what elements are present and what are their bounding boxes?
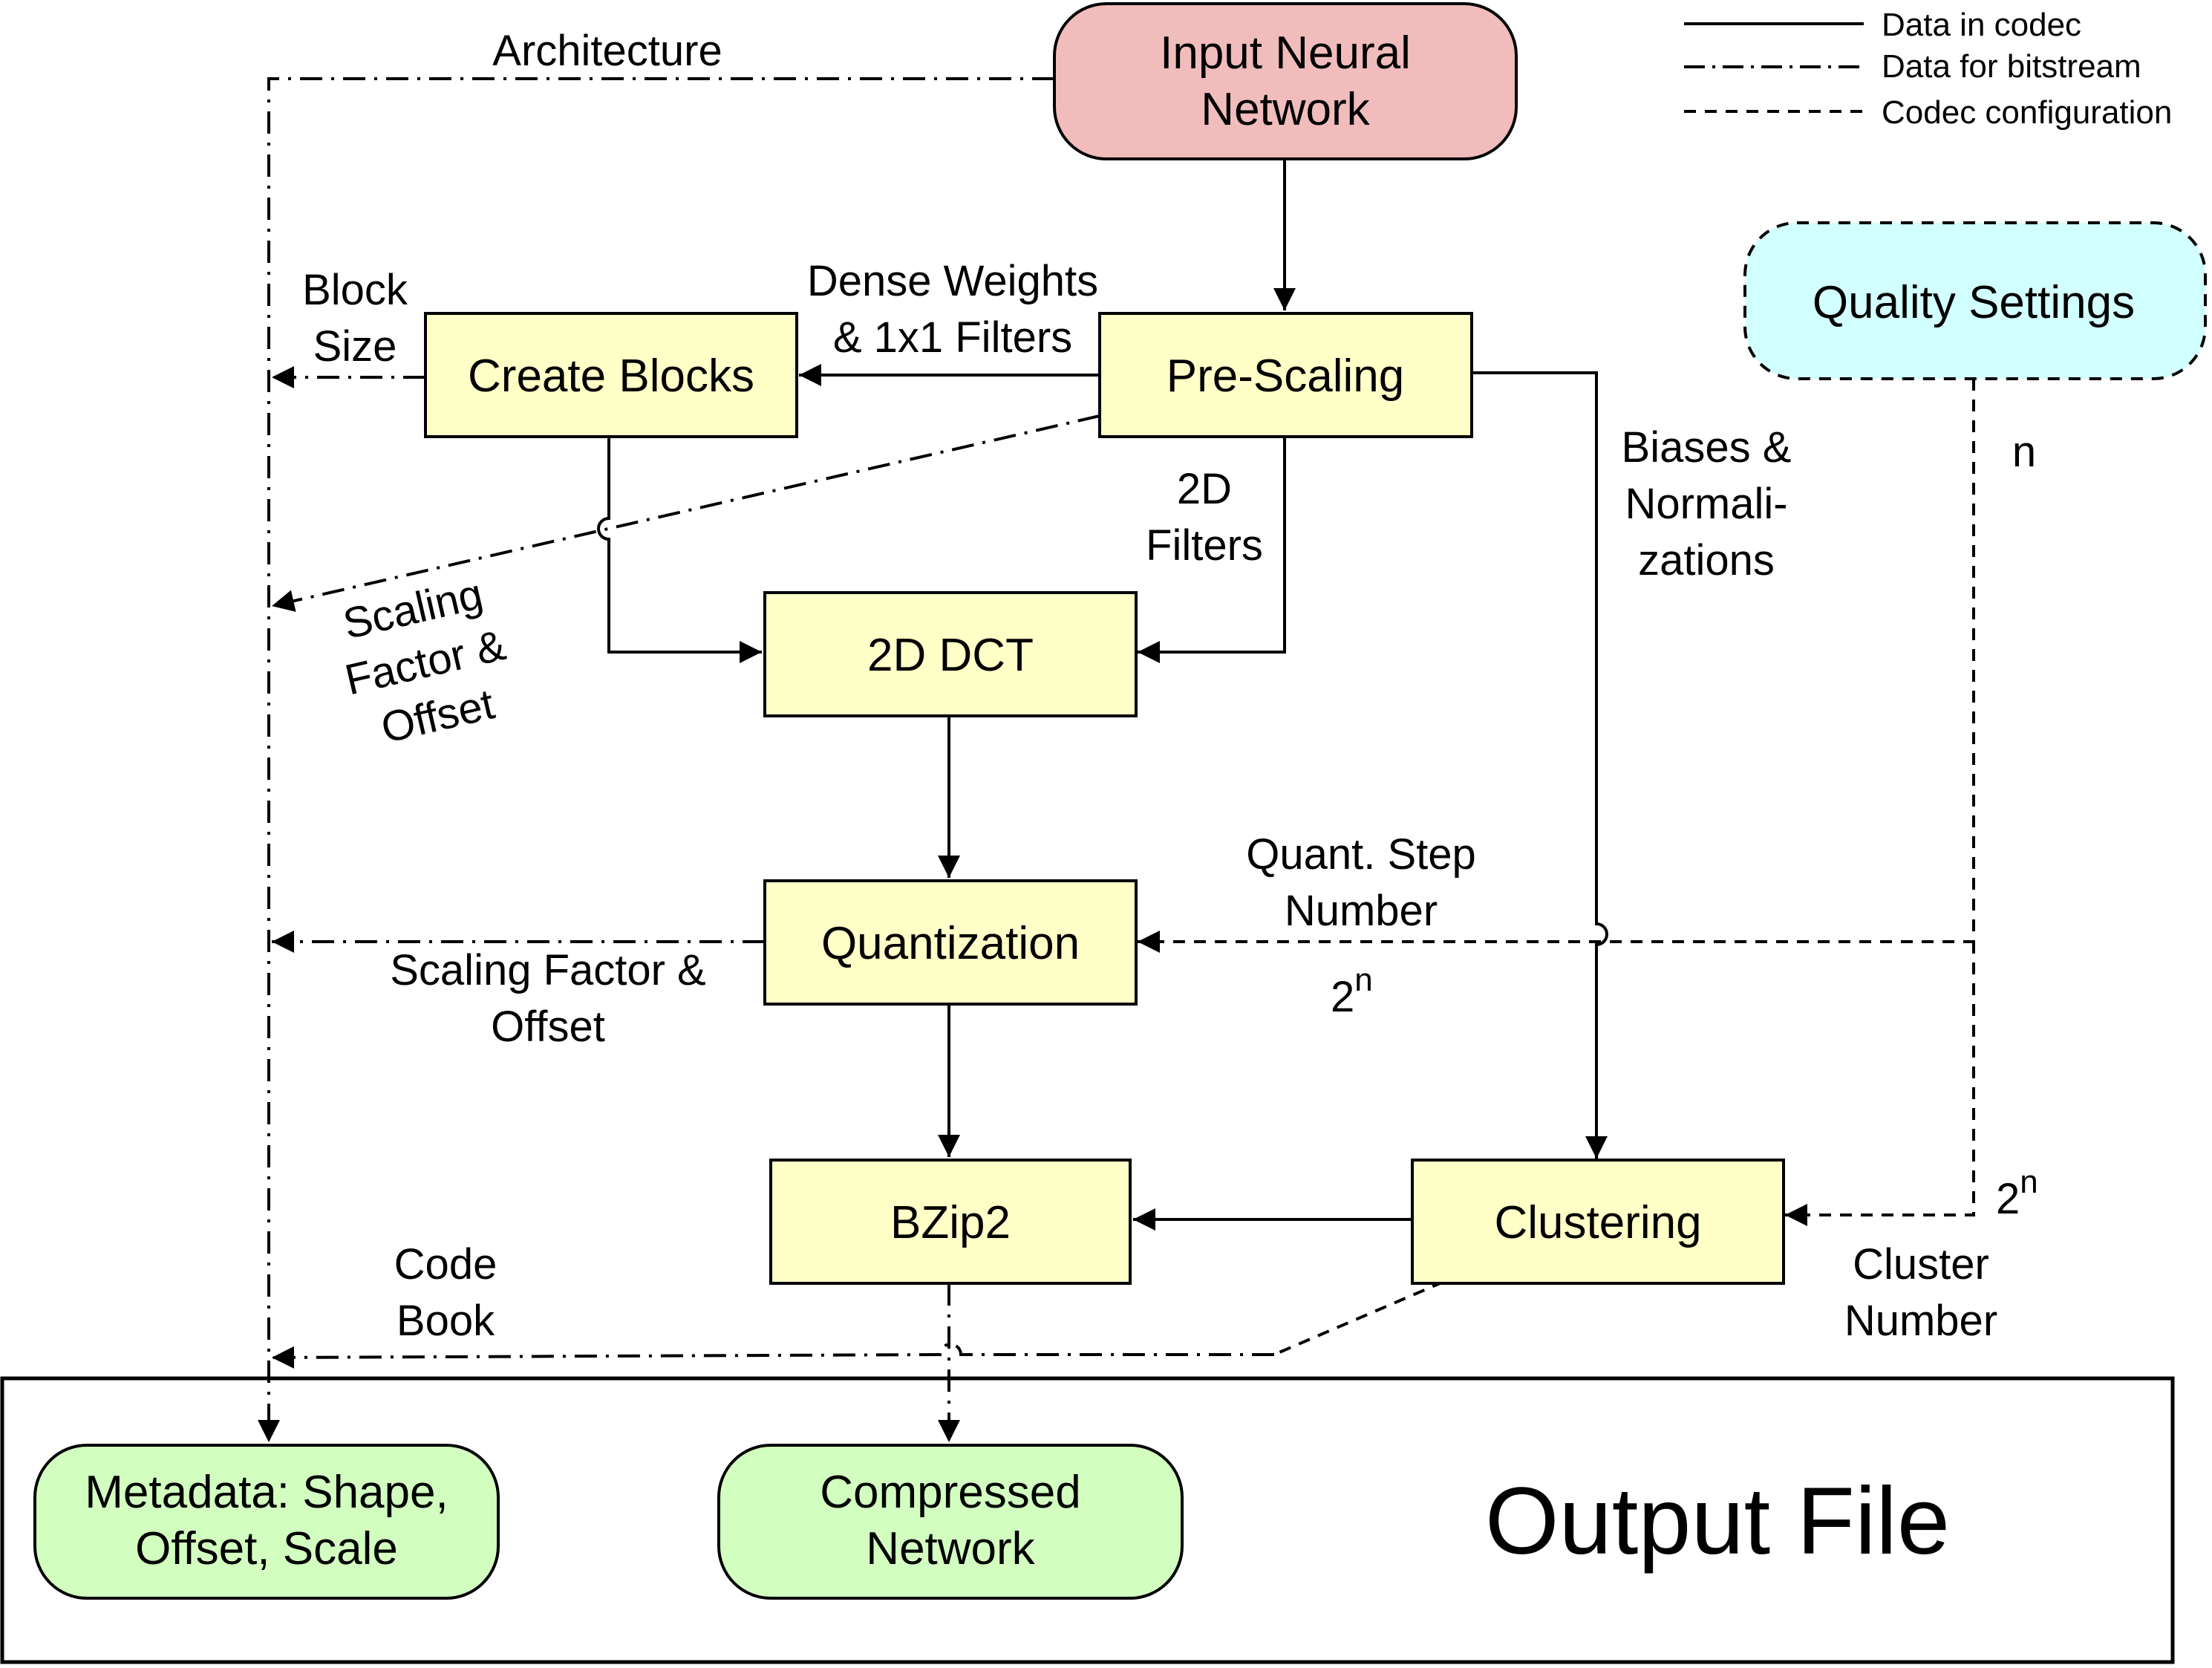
metadata-box (33, 1444, 500, 1600)
metadata-label-1: Metadata: Shape, (85, 1467, 448, 1518)
edge-createblocks-dct (597, 438, 762, 663)
edge-codebook-dashdot (271, 1343, 1274, 1369)
quality-settings-label: Quality Settings (1813, 277, 2135, 328)
edge-scaling-diagonal (271, 414, 1100, 612)
quantization-label: Quantization (821, 918, 1080, 969)
label-2d-filters-2: Filters (1146, 521, 1263, 570)
label-pow-quant-exp: n (1354, 962, 1372, 998)
create-blocks-box (424, 312, 798, 438)
output-file-title: Output File (1485, 1468, 1950, 1574)
compressed-network-box (717, 1444, 1184, 1600)
node-compressed-network: Compressed Network (717, 1444, 1184, 1600)
label-cluster-number-2: Number (1844, 1297, 1997, 1345)
node-quantization: Quantization (763, 879, 1138, 1006)
label-code-book-1: Code (394, 1240, 497, 1289)
node-pre-scaling: Pre-Scaling (1098, 312, 1473, 438)
quantization-box (763, 879, 1138, 1006)
metadata-label-2: Offset, Scale (135, 1523, 398, 1574)
label-scaling-quant-1: Scaling Factor & (390, 946, 706, 994)
edge-prescaling-dct (1138, 438, 1286, 663)
legend-label-solid: Data in codec (1882, 7, 2081, 43)
legend-label-dashdot: Data for bitstream (1882, 48, 2141, 85)
label-pow-cluster-base: 2 (1996, 1175, 2020, 1223)
pre-scaling-box (1098, 312, 1473, 438)
clustering-box (1411, 1159, 1785, 1285)
legend-label-dashed: Codec configuration (1882, 94, 2172, 131)
quality-settings-box (1743, 221, 2207, 380)
label-architecture: Architecture (492, 27, 722, 75)
node-quality-settings: Quality Settings (1743, 221, 2207, 380)
label-biases-1: Biases & (1622, 423, 1792, 472)
label-scaling-rotated: Scaling Factor & Offset (339, 570, 510, 752)
connectors (258, 77, 1975, 1442)
dct-label: 2D DCT (867, 630, 1034, 681)
pre-scaling-label: Pre-Scaling (1167, 351, 1404, 402)
edge-labels: Architecture Block Size Dense Weights & … (302, 27, 2038, 1345)
label-2d-filters-1: 2D (1177, 465, 1232, 513)
node-create-blocks: Create Blocks (424, 312, 798, 438)
label-pow-quant-base: 2 (1331, 973, 1354, 1021)
dct-box (763, 591, 1138, 717)
label-dense-weights-1: Dense Weights (807, 257, 1098, 305)
edge-architecture (258, 77, 1054, 1442)
label-pow-cluster: 2n (1996, 1164, 2038, 1223)
input-network-label-1: Input Neural (1160, 27, 1411, 79)
input-network-box (1053, 2, 1518, 160)
node-2d-dct: 2D DCT (763, 591, 1138, 717)
edge-codebook-dashed (1273, 1280, 1444, 1356)
input-network-label-2: Network (1201, 84, 1370, 135)
label-n: n (2012, 428, 2036, 476)
label-block-size-2: Size (313, 322, 397, 371)
node-input-network: Input Neural Network (1053, 2, 1518, 160)
node-bzip2: BZip2 (769, 1159, 1132, 1285)
bzip2-box (769, 1159, 1132, 1285)
compressed-network-label-2: Network (866, 1523, 1035, 1574)
label-quant-step-1: Quant. Step (1246, 830, 1476, 879)
edge-prescaling-clustering (1472, 371, 1608, 1159)
label-cluster-number-1: Cluster (1853, 1240, 1989, 1289)
label-block-size-1: Block (302, 266, 408, 314)
label-dense-weights-2: & 1x1 Filters (833, 313, 1072, 362)
label-biases-2: Normali- (1625, 480, 1787, 528)
edge-quality-clustering (1785, 942, 1975, 1226)
label-pow-cluster-exp: n (2020, 1164, 2038, 1200)
label-code-book-2: Book (397, 1297, 495, 1345)
label-quant-step-2: Number (1285, 887, 1438, 935)
label-pow-quant: 2n (1331, 962, 1373, 1021)
label-scaling-quant-2: Offset (491, 1003, 605, 1051)
node-metadata: Metadata: Shape, Offset, Scale (33, 1444, 500, 1600)
legend: Data in codec Data for bitstream Codec c… (1684, 7, 2172, 131)
label-biases-3: zations (1638, 536, 1775, 584)
bzip2-label: BZip2 (890, 1197, 1011, 1248)
node-clustering: Clustering (1411, 1159, 1785, 1285)
clustering-label: Clustering (1494, 1197, 1701, 1248)
output-file-frame (0, 1376, 2175, 1664)
create-blocks-label: Create Blocks (468, 351, 754, 402)
compressed-network-label-1: Compressed (820, 1467, 1080, 1518)
